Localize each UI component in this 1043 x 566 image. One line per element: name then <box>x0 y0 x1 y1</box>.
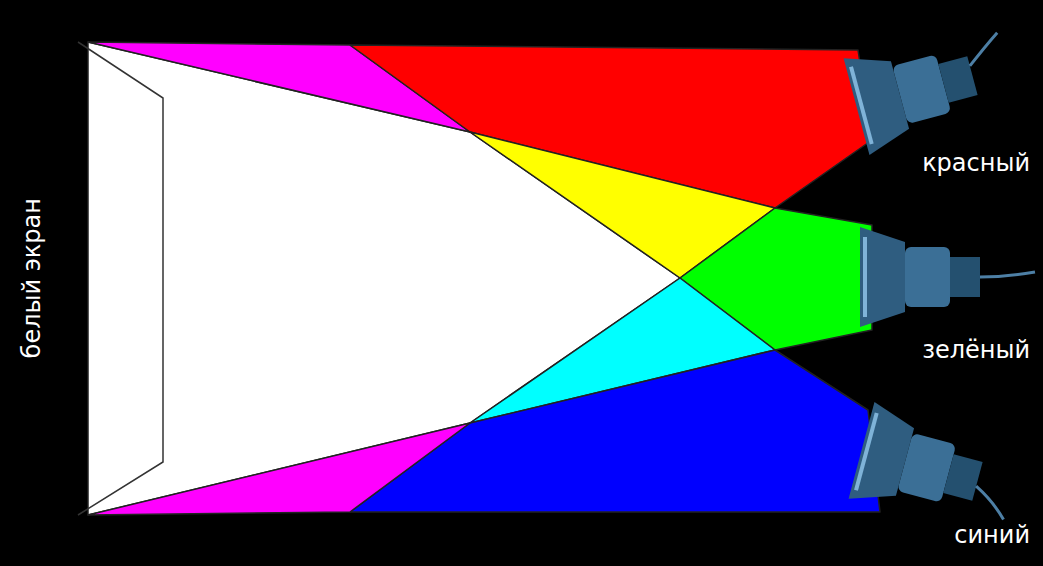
projector-label: синий <box>954 522 1030 548</box>
magenta-region <box>88 423 470 515</box>
projector-red <box>844 18 1020 155</box>
projector-green <box>860 227 1035 327</box>
screen-outline <box>78 42 163 515</box>
projector-label: красный <box>922 150 1030 176</box>
projector-label: зелёный <box>922 337 1030 363</box>
projector-blue <box>849 402 1025 539</box>
screen-label: белый экран <box>19 198 45 358</box>
blue-region <box>350 350 880 512</box>
